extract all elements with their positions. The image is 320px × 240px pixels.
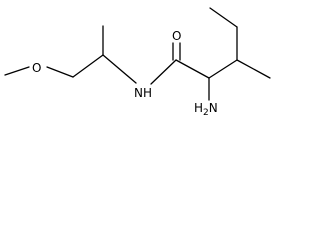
- bond-carbonyl-c-to-alpha-c: [175, 59, 210, 79]
- bond-nh-to-carbonyl-c: [150, 59, 177, 85]
- bonds: [4, 7, 271, 101]
- atom-label-carbonyl-oxygen: O: [172, 29, 181, 43]
- bond-ether-o-to-ch2: [46, 66, 74, 78]
- bond-ch2-to-terminal-methyl: [209, 7, 238, 28]
- amine-n: N: [209, 101, 218, 115]
- bond-alpha-c-to-beta-c: [208, 59, 238, 79]
- bond-ch-to-nh: [102, 54, 137, 84]
- atom-label-amine: H2N: [194, 101, 218, 118]
- atom-label-amide-nh: NH: [134, 86, 152, 100]
- molecule-structure: O O NH H2N: [4, 7, 271, 118]
- amine-h: H: [194, 101, 203, 115]
- bond-methyl-to-ether-o: [4, 66, 30, 76]
- bond-ch2-to-ch: [72, 54, 104, 78]
- amine-subscript: 2: [203, 108, 209, 118]
- atom-labels: O O NH H2N: [32, 29, 218, 118]
- bond-beta-c-to-methyl: [236, 59, 271, 79]
- atom-label-ether-oxygen: O: [32, 61, 41, 75]
